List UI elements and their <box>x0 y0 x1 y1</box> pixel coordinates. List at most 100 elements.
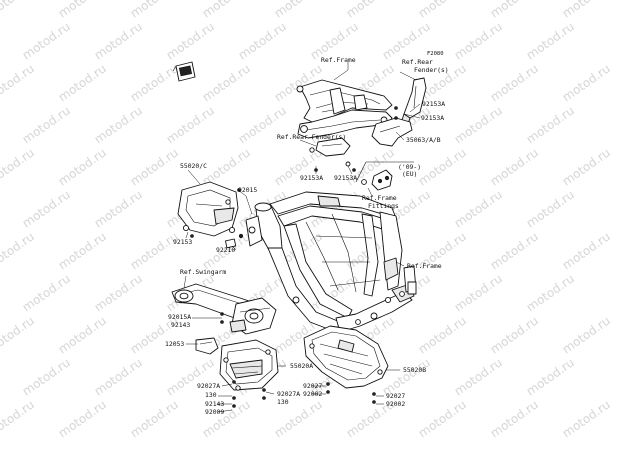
label-92027a-1: 92027A <box>197 382 220 390</box>
skid-plate-55020b <box>303 325 389 389</box>
label-12053: 12053 <box>165 340 184 348</box>
watermark-text: motod.ru <box>344 0 397 20</box>
label-130-2: 130 <box>277 398 289 406</box>
watermark-text: motod.ru <box>524 103 577 146</box>
watermark-text: motod.ru <box>0 0 37 20</box>
watermark-text: motod.ru <box>92 187 145 230</box>
label-ref-swingarm: Ref.Swingarm <box>180 268 226 276</box>
label-eu-1: ('09-) <box>398 163 421 171</box>
watermark-text: motod.ru <box>164 19 217 62</box>
watermark-text: motod.ru <box>416 397 469 440</box>
label-55020b: 55020B <box>403 366 426 374</box>
watermark-text: motod.ru <box>20 19 73 62</box>
watermark-text: motod.ru <box>200 0 253 20</box>
watermark-text: motod.ru <box>92 271 145 314</box>
watermark-text: motod.ru <box>272 0 325 20</box>
label-92027-1: 92027 <box>303 382 322 390</box>
watermark-text: motod.ru <box>560 313 613 356</box>
watermark-text: motod.ru <box>200 61 253 104</box>
label-92002-1: 92002 <box>303 390 322 398</box>
watermark-text: motod.ru <box>164 103 217 146</box>
watermark-text: motod.ru <box>200 145 253 188</box>
label-92002-2: 92002 <box>386 400 405 408</box>
label-ref-rear-fender-top-2: Fender(s) <box>414 66 449 74</box>
watermark-text: motod.ru <box>0 229 37 272</box>
watermark-text: motod.ru <box>56 313 109 356</box>
label-ref-frame-right: Ref.Frame <box>407 262 442 270</box>
label-35063: 35063/A/B <box>406 136 441 144</box>
watermark-text: motod.ru <box>92 355 145 398</box>
label-92153a-4: 92153A <box>334 174 357 182</box>
watermark-text: motod.ru <box>0 61 37 104</box>
watermark-text: motod.ru <box>0 313 37 356</box>
label-ref-frame-fittings-2: Fittings <box>368 202 399 210</box>
watermark-text: motod.ru <box>488 0 541 20</box>
watermark-text: motod.ru <box>560 0 613 20</box>
watermark-text: motod.ru <box>416 313 469 356</box>
label-ref-frame-top: Ref.Frame <box>321 56 356 64</box>
eu-bracket-detail <box>355 161 414 191</box>
watermark-text: motod.ru <box>488 397 541 440</box>
label-92153a-1: 92153A <box>422 100 445 108</box>
watermark-text: motod.ru <box>20 187 73 230</box>
watermark-text: motod.ru <box>128 61 181 104</box>
watermark-text: motod.ru <box>128 397 181 440</box>
watermark-text: motod.ru <box>56 229 109 272</box>
watermark-text: motod.ru <box>416 0 469 20</box>
label-92143-1: 92143 <box>171 321 190 329</box>
watermark-text: motod.ru <box>128 0 181 20</box>
label-92153a-3: 92153A <box>300 174 323 182</box>
watermark-text: motod.ru <box>56 0 109 20</box>
leader-lines <box>183 62 421 413</box>
diagram-badge-icon <box>172 61 196 82</box>
label-92153a-2: 92153A <box>421 114 444 122</box>
label-92015a: 92015A <box>168 313 191 321</box>
label-92210: 92210 <box>216 246 235 254</box>
watermark-text: motod.ru <box>560 61 613 104</box>
watermark-text: motod.ru <box>452 271 505 314</box>
watermark-text: motod.ru <box>524 271 577 314</box>
watermark-text: motod.ru <box>524 355 577 398</box>
watermark-text: motod.ru <box>560 229 613 272</box>
watermark-text: motod.ru <box>452 355 505 398</box>
watermark-text: motod.ru <box>20 271 73 314</box>
watermark-text: motod.ru <box>128 145 181 188</box>
watermark-text: motod.ru <box>416 145 469 188</box>
label-55020a: 55020A <box>290 362 313 370</box>
label-ref-rear-fender-mid: Ref.Rear Fender(s) <box>277 133 346 141</box>
watermark-text: motod.ru <box>92 19 145 62</box>
guard-55020c <box>177 181 239 249</box>
watermark-text: motod.ru <box>128 229 181 272</box>
watermark-text: motod.ru <box>560 397 613 440</box>
label-ref-rear-fender-top-1: Ref.Rear <box>402 58 433 66</box>
label-130-1: 130 <box>205 391 217 399</box>
watermark-text: motod.ru <box>20 355 73 398</box>
watermark-text: motod.ru <box>524 19 577 62</box>
watermark-text: motod.ru <box>0 145 37 188</box>
fasteners <box>190 106 398 408</box>
watermark-text: motod.ru <box>488 61 541 104</box>
watermark-text: motod.ru <box>560 145 613 188</box>
skid-guard-55020a <box>219 339 279 391</box>
watermark-text: motod.ru <box>236 19 289 62</box>
label-55020c: 55020/C <box>180 162 207 170</box>
watermark-text: motod.ru <box>380 19 433 62</box>
label-92015: 92015 <box>238 186 257 194</box>
watermark-text: motod.ru <box>524 187 577 230</box>
swingarm <box>171 283 277 335</box>
watermark-text: motod.ru <box>452 187 505 230</box>
watermark-text: motod.ru <box>488 313 541 356</box>
watermark-text: motod.ru <box>488 145 541 188</box>
callout-labels: Ref.Frame Ref.Rear Fender(s) 92153A 9215… <box>165 56 449 416</box>
label-92027-2: 92027 <box>386 392 405 400</box>
watermark-text: motod.ru <box>56 397 109 440</box>
watermark-text: motod.ru <box>92 103 145 146</box>
label-92153: 92153 <box>173 238 192 246</box>
label-eu-2: (EU) <box>402 170 417 178</box>
label-92143-2: 92143 <box>205 400 224 408</box>
main-frame <box>245 191 417 333</box>
watermark-text: motod.ru <box>452 19 505 62</box>
label-92009: 92009 <box>205 408 224 416</box>
